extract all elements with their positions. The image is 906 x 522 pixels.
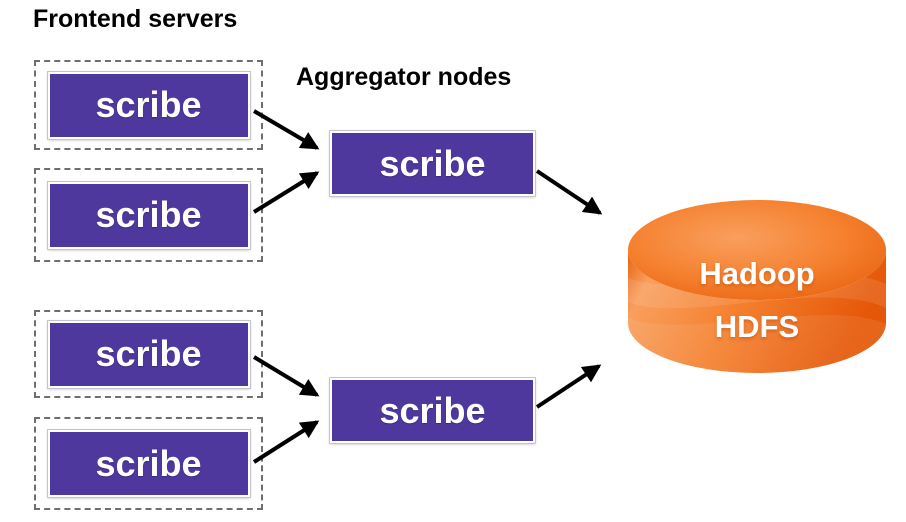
scribe-node-label: scribe xyxy=(95,442,202,484)
frontend-servers-label: Frontend servers xyxy=(33,5,238,33)
scribe-node-label: scribe xyxy=(95,194,202,235)
arrow-frontend1-to-aggregator1 xyxy=(252,109,320,150)
scribe-node-frontend-2: scribe xyxy=(46,180,251,250)
aggregator-nodes-label: Aggregator nodes xyxy=(296,63,512,91)
scribe-node-label: scribe xyxy=(95,333,202,374)
frontend-server-box-1: scribe xyxy=(34,60,263,150)
frontend-server-box-2: scribe xyxy=(34,168,263,262)
arrow-aggregator1-to-hdfs xyxy=(535,169,603,215)
arrow-frontend2-to-aggregator1 xyxy=(252,171,320,214)
scribe-node-frontend-3: scribe xyxy=(46,319,251,389)
database-cylinder-icon xyxy=(628,200,886,373)
scribe-node-frontend-4: scribe xyxy=(46,429,251,498)
scribe-node-frontend-1: scribe xyxy=(46,70,251,140)
scribe-node-aggregator-1: scribe xyxy=(329,130,536,197)
hdfs-label-line2: HDFS xyxy=(714,308,800,344)
scribe-node-label: scribe xyxy=(95,84,202,125)
frontend-server-box-3: scribe xyxy=(34,310,263,398)
scribe-node-label: scribe xyxy=(379,142,486,184)
hadoop-hdfs-node: Hadoop HDFS xyxy=(628,200,886,373)
frontend-server-box-4: scribe xyxy=(34,417,263,510)
arrow-aggregator2-to-hdfs xyxy=(535,364,602,409)
arrow-frontend4-to-aggregator2 xyxy=(252,420,320,464)
arrow-frontend3-to-aggregator2 xyxy=(252,355,320,397)
hadoop-hdfs-label: Hadoop HDFS xyxy=(628,200,886,373)
scribe-node-aggregator-2: scribe xyxy=(329,377,536,444)
hadoop-label-line1: Hadoop xyxy=(699,255,815,291)
scribe-node-label: scribe xyxy=(379,389,486,431)
